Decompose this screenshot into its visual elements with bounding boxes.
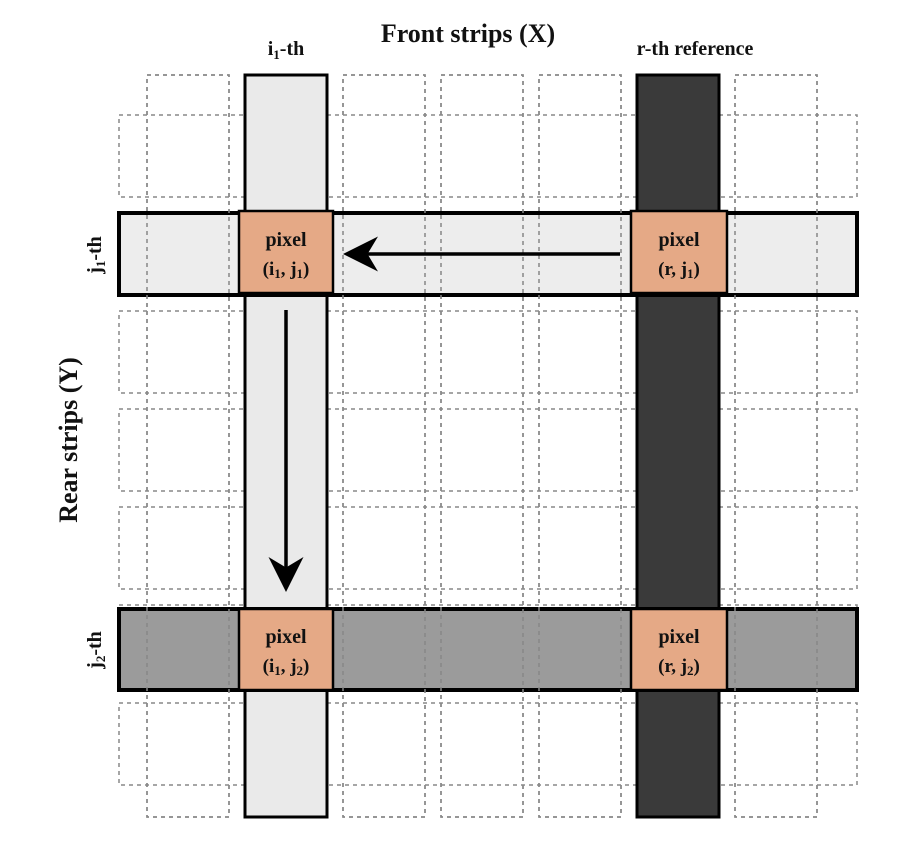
r-th-reference-label: r-th reference [637, 38, 754, 60]
pixel-label: pixel [658, 229, 700, 251]
dashed-column [342, 74, 426, 818]
rear-strips-label: Rear strips (Y) [54, 357, 83, 523]
pixel-coords: (i1, j1) [263, 259, 310, 281]
i1-th-label: i1-th [268, 38, 305, 62]
pixel-coords: (r, j1) [658, 259, 700, 281]
pixel-i1-j1: pixel (i1, j1) [237, 209, 335, 295]
dashed-column [734, 74, 818, 818]
dashed-row [118, 506, 858, 590]
pixel-coords: (r, j2) [658, 656, 700, 678]
dashed-column [538, 74, 622, 818]
dashed-column [440, 74, 524, 818]
j1-th-label: j1-th [84, 236, 108, 275]
pixel-coords: (i1, j2) [263, 656, 310, 678]
dashed-row [118, 408, 858, 492]
j2-th-label: j2-th [84, 631, 108, 670]
pixel-i1-j2: pixel (i1, j2) [237, 607, 335, 692]
front-strips-title: Front strips (X) [381, 19, 555, 48]
dashed-column-overlay [146, 74, 230, 818]
dashed-column-overlay [538, 74, 622, 818]
pixel-label: pixel [265, 626, 307, 648]
pixel-label: pixel [265, 229, 307, 251]
front-strip-r-reference [635, 73, 721, 819]
dashed-grid-overlay [146, 74, 818, 818]
dashed-column [146, 74, 230, 818]
dashed-column-overlay [734, 74, 818, 818]
dashed-column-overlay [440, 74, 524, 818]
dashed-row [118, 310, 858, 394]
dashed-column-overlay [342, 74, 426, 818]
pixel-r-j2: pixel (r, j2) [629, 607, 729, 692]
dashed-row [118, 114, 858, 198]
dashed-row [118, 702, 858, 786]
pixel-r-j1: pixel (r, j1) [629, 209, 729, 295]
pixel-label: pixel [658, 626, 700, 648]
